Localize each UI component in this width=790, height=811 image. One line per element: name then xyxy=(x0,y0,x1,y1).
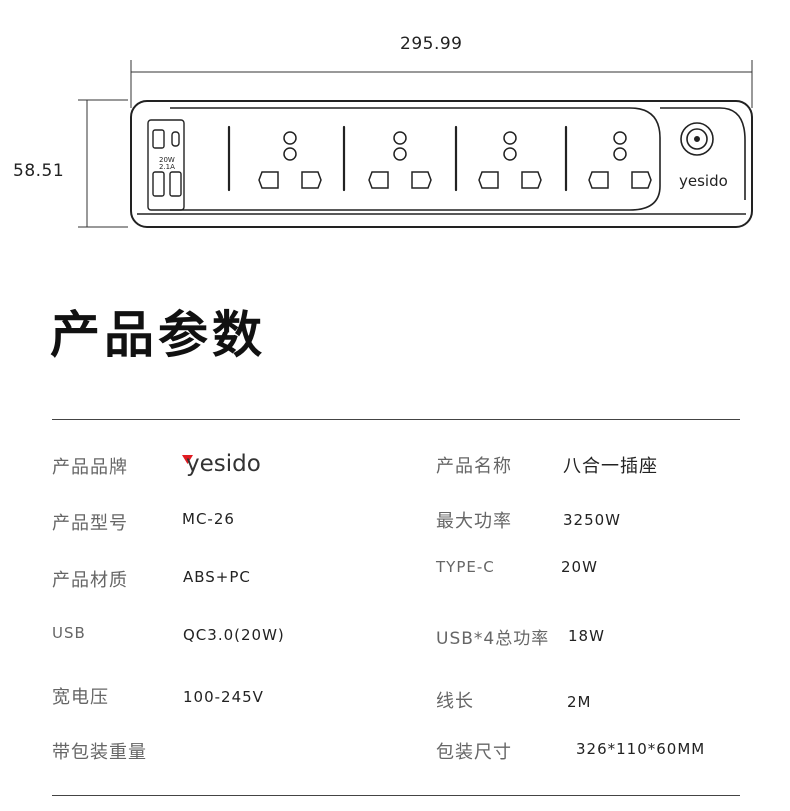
usb-a-current-label: 2.1A xyxy=(159,163,175,171)
usb-a-port-top-left xyxy=(152,129,165,149)
height-dimension: 58.51 xyxy=(13,161,65,181)
outlet-1 xyxy=(258,131,322,189)
brand-logo-text: yesido xyxy=(186,451,261,477)
power-strip-diagram: 20W 2.1A yesido xyxy=(78,60,753,228)
spec-value-voltage: 100-245V xyxy=(183,688,264,706)
spec-label-material: 产品材质 xyxy=(52,570,128,591)
spec-value-model: MC-26 xyxy=(182,510,235,528)
usb-c-port xyxy=(171,131,180,147)
outlet-dividers xyxy=(227,125,568,192)
spec-label-usb: USB xyxy=(52,624,86,642)
height-dimension-line xyxy=(78,99,128,228)
usb-port-group xyxy=(147,119,185,211)
diagram-brand-text: yesido xyxy=(679,172,728,190)
spec-label-usb-total: USB*4总功率 xyxy=(436,629,550,649)
outlet-3 xyxy=(478,131,542,189)
strip-body xyxy=(130,100,753,228)
spec-label-package-size: 包装尺寸 xyxy=(436,742,512,763)
spec-label-voltage: 宽电压 xyxy=(52,687,109,708)
usb-c-power-label: 20W xyxy=(159,156,175,164)
spec-value-usb-total: 18W xyxy=(568,627,605,645)
spec-value-material: ABS+PC xyxy=(183,568,251,586)
spec-label-brand: 产品品牌 xyxy=(52,457,128,478)
usb-a-port-bottom-right xyxy=(169,171,182,197)
spec-label-weight: 带包装重量 xyxy=(52,742,147,763)
width-dimension: 295.99 xyxy=(400,34,463,54)
outlet-4 xyxy=(588,131,652,189)
spec-value-type-c: 20W xyxy=(561,558,598,576)
spec-value-usb: QC3.0(20W) xyxy=(183,626,285,644)
spec-value-name: 八合一插座 xyxy=(563,456,658,477)
spec-label-name: 产品名称 xyxy=(436,456,512,477)
bottom-divider xyxy=(52,795,740,796)
outlet-2 xyxy=(368,131,432,189)
usb-a-port-bottom-left xyxy=(152,171,165,197)
spec-label-cable-length: 线长 xyxy=(436,691,474,712)
power-button-icon xyxy=(680,122,714,156)
width-dimension-line xyxy=(130,60,753,108)
spec-value-cable-length: 2M xyxy=(567,693,592,711)
section-title: 产品参数 xyxy=(50,306,266,364)
spec-label-model: 产品型号 xyxy=(52,513,128,534)
spec-value-package-size: 326*110*60MM xyxy=(576,740,706,758)
yesido-logo: yesido xyxy=(182,451,261,477)
spec-label-max-power: 最大功率 xyxy=(436,511,512,532)
spec-value-max-power: 3250W xyxy=(563,511,622,529)
spec-label-type-c: TYPE-C xyxy=(436,558,495,576)
top-divider xyxy=(52,419,740,420)
